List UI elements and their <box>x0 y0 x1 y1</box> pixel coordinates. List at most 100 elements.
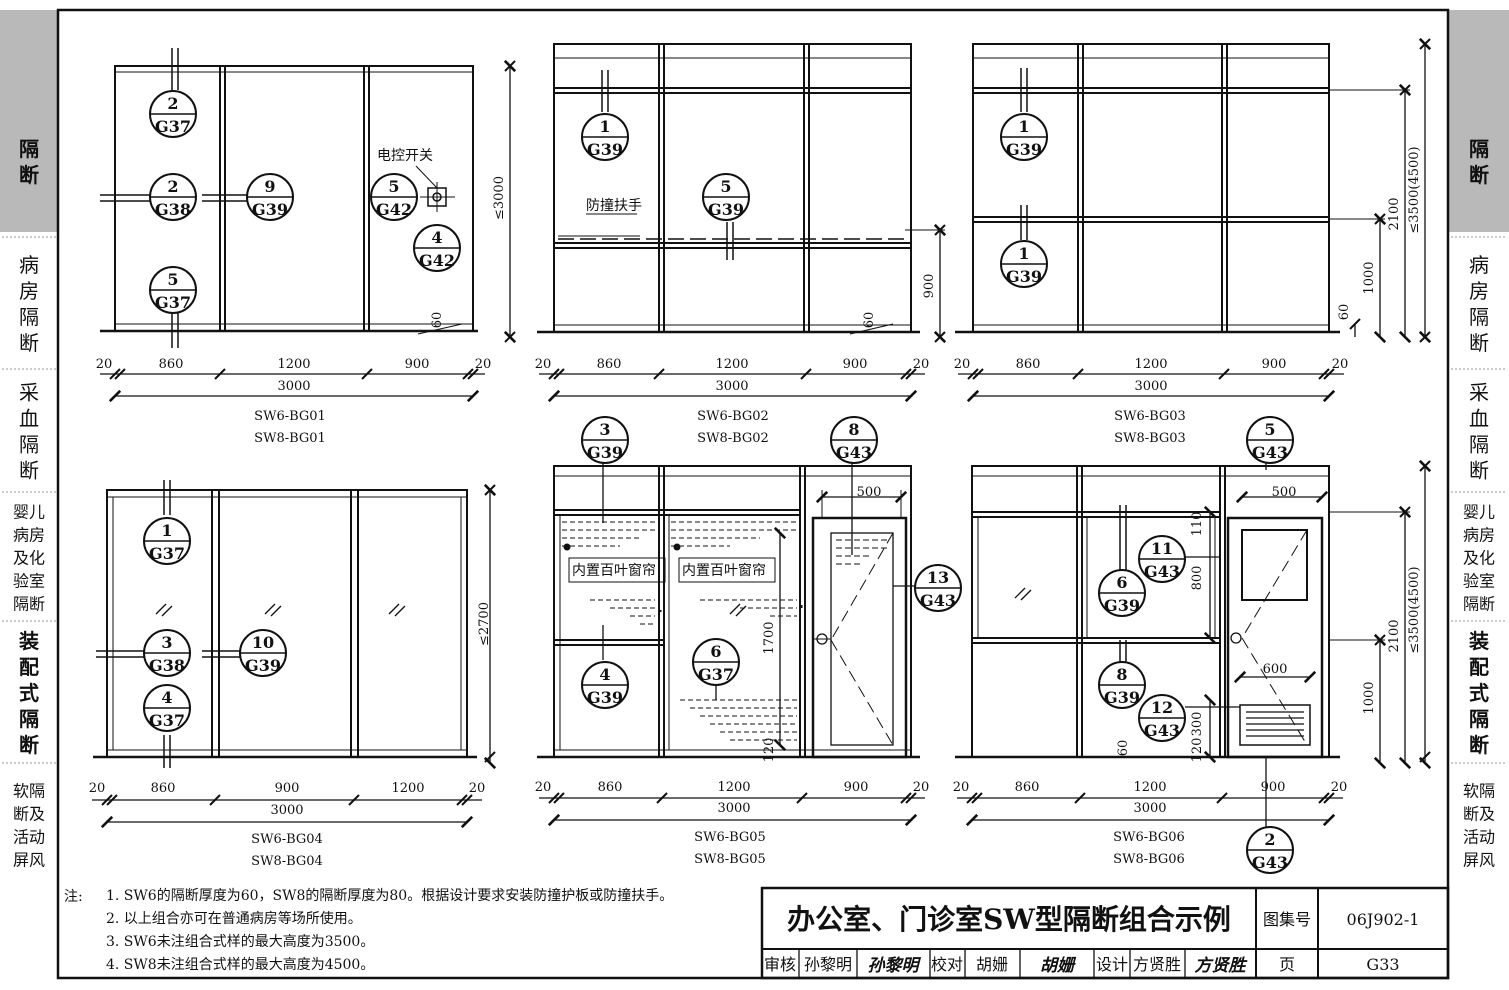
dimension-value: 2100 <box>1387 619 1402 652</box>
dim-tick <box>548 368 560 380</box>
bubble-sheet-ref: G37 <box>149 544 185 563</box>
atlas-label: 图集号 <box>1263 910 1311 929</box>
panel-bg02 <box>537 43 947 344</box>
dim-tick <box>967 368 979 380</box>
dimension-value: 3000 <box>715 379 748 394</box>
sidebar-tab-text: 隔 <box>19 432 39 456</box>
notes: 注: 1. SW6的隔断厚度为60，SW8的隔断厚度为80。根据设计要求安装防撞… <box>64 888 673 973</box>
bubble-sheet-ref: G43 <box>1252 443 1288 462</box>
dimension-value: 3000 <box>270 803 303 818</box>
dim-tick <box>905 792 917 804</box>
sidebar-tab-1[interactable]: 隔断 <box>1469 137 1489 187</box>
dimension-value: 500 <box>1272 485 1297 500</box>
sidebar-tab-text: 隔 <box>1469 707 1489 731</box>
dimension-value: 60 <box>1337 304 1352 321</box>
sidebar-tab-text: 验室 <box>1463 571 1495 590</box>
bubble-sheet-ref: G37 <box>155 293 191 312</box>
bubble-sheet-ref: G37 <box>698 665 734 684</box>
designer-name: 方贤胜 <box>1133 955 1181 974</box>
dim-tick <box>461 794 473 806</box>
dim-tick <box>1218 368 1230 380</box>
panel-bg05 <box>537 460 920 759</box>
sidebar-tab-1[interactable]: 隔断 <box>19 137 39 187</box>
dim-tick <box>456 794 468 806</box>
right-sidebar-active-bg <box>1449 10 1509 232</box>
bubble-number: 4 <box>599 665 610 684</box>
dimension-value: 600 <box>1263 662 1288 677</box>
sidebar-tab-text: 断 <box>1469 458 1489 482</box>
design-label: 设计 <box>1096 955 1128 974</box>
sidebar-tab-text: 隔 <box>19 137 39 161</box>
bg04-caption-2: SW8-BG04 <box>251 854 323 869</box>
sidebar-tab-text: 采 <box>1469 380 1489 404</box>
bubble-sheet-ref: G39 <box>587 140 623 159</box>
dimension-value: 20 <box>535 780 552 795</box>
dim-tick <box>1349 318 1361 330</box>
dim-tick <box>114 368 126 380</box>
sidebar-tab-text: 房 <box>19 279 39 303</box>
bubble-sheet-ref: G43 <box>920 591 956 610</box>
sidebar-tab-text: 断 <box>19 733 39 757</box>
dimension-value: 120 <box>1190 738 1205 763</box>
sidebar-tab-text: 屏风 <box>1463 850 1495 869</box>
checker-name: 胡姗 <box>976 955 1008 974</box>
sidebar-tab-text: 软隔 <box>13 781 45 800</box>
note-1: 1. SW6的隔断厚度为60，SW8的隔断厚度为80。根据设计要求安装防撞护板或… <box>106 888 673 904</box>
bg02-label-rail: 防撞扶手 <box>586 198 642 214</box>
bg05-caption-2: SW8-BG05 <box>694 852 766 867</box>
dimension-value: 900 <box>844 780 869 795</box>
sidebar-tab-text: 血 <box>1469 406 1489 430</box>
dimension-value: 3000 <box>277 379 310 394</box>
dimension-value: 300 <box>1190 712 1205 737</box>
sidebar-tab-text: 血 <box>19 406 39 430</box>
dim-tick <box>548 792 560 804</box>
sidebar-tab-text: 断 <box>1469 331 1489 355</box>
sidebar-tab-text: 婴儿 <box>1463 502 1495 521</box>
sidebar-tab-text: 婴儿 <box>13 502 45 521</box>
dim-tick <box>800 368 812 380</box>
dimension-value: 60 <box>862 312 877 329</box>
dim-tick <box>361 368 373 380</box>
panel-captions: SW6-BG01 SW8-BG01 SW6-BG02 SW8-BG02 SW6-… <box>251 409 1186 869</box>
panel-bg06 <box>955 458 1432 830</box>
bubble-sheet-ref: G39 <box>1104 688 1140 707</box>
reviewer-signature: 孙黎明 <box>868 956 922 976</box>
bubble-number: 5 <box>720 177 731 196</box>
sidebar-tab-text: 病房 <box>1463 525 1495 544</box>
